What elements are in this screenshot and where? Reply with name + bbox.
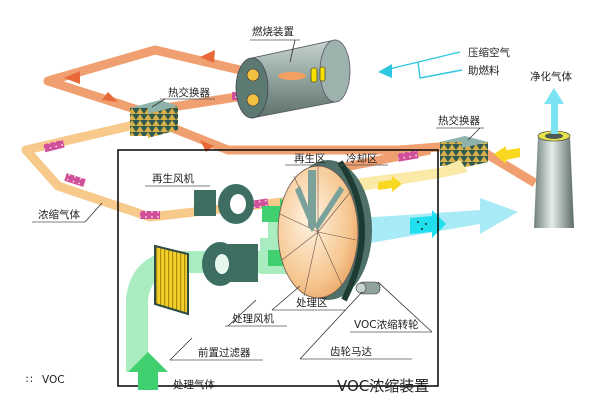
legend-voc-symbol: ∷ <box>26 374 33 386</box>
heat-exchanger-1 <box>130 100 178 138</box>
leader-line <box>227 299 257 327</box>
motor-pulley <box>355 282 367 294</box>
flame-icon <box>278 72 306 80</box>
filter-panel <box>154 244 189 316</box>
zone-divider <box>314 186 344 230</box>
exchanger-side <box>462 142 488 168</box>
cooling-duct <box>330 160 468 196</box>
leader-line <box>289 39 296 63</box>
label-heat-exchanger-1: 热交换器 <box>168 86 210 99</box>
leader-line <box>377 281 433 333</box>
stack-body <box>534 136 574 228</box>
label-gear-motor: 齿轮马达 <box>330 345 372 358</box>
process-fan <box>202 242 258 286</box>
leader-line <box>84 202 103 223</box>
label-compressed-air: 压缩空气 <box>468 46 510 59</box>
label-concentrated-gas: 浓缩气体 <box>38 208 80 221</box>
clean-air-flow <box>330 198 518 250</box>
process-fan-opening <box>215 254 229 274</box>
compressed-air-feed <box>378 51 463 79</box>
combustion-device <box>235 39 351 119</box>
heat-exchanger-2 <box>440 136 488 168</box>
exchanger-side <box>148 106 178 138</box>
flow-arrow <box>64 71 80 84</box>
leader-line <box>271 285 301 311</box>
label-process-zone: 处理区 <box>296 297 328 309</box>
burner-nozzle <box>310 67 318 83</box>
combustion-inlet-face <box>235 57 269 119</box>
combustion-aid-line <box>417 61 463 79</box>
purified-flow <box>551 102 558 134</box>
clean-air-marker <box>410 210 446 238</box>
label-combustion-aid: 助燃料 <box>468 64 500 77</box>
exchanger-front <box>440 142 462 166</box>
label-pre-filter: 前置过滤器 <box>198 346 251 359</box>
concentrated-gas-loop <box>21 119 305 222</box>
arrow-up-icon <box>544 88 564 104</box>
zone-divider <box>295 186 316 230</box>
leader-line <box>467 127 481 141</box>
process-fan-housing <box>228 244 258 282</box>
inlet-port <box>246 93 260 107</box>
flow-arrow <box>200 140 214 152</box>
voc-particles <box>140 211 160 219</box>
compressed-air-line <box>384 51 461 71</box>
leader-line <box>299 291 363 360</box>
label-purified-gas: 净化气体 <box>530 70 572 83</box>
leader-line <box>169 337 193 361</box>
stack-opening <box>545 133 563 139</box>
label-regen-fan: 再生风机 <box>152 172 194 185</box>
exchanger-front <box>130 108 148 136</box>
cooling-flow <box>330 146 520 196</box>
hot-gas-duct-to-stack <box>477 146 538 187</box>
concentrator-frame <box>117 149 439 387</box>
voc-particles <box>64 173 86 187</box>
label-heat-exchanger-2: 热交换器 <box>438 114 480 127</box>
cooling-arrow <box>378 176 402 192</box>
flow-arrow <box>200 50 215 63</box>
drive-belt <box>337 160 366 302</box>
label-combustion-device: 燃烧装置 <box>252 25 294 38</box>
voc-particles <box>397 150 419 162</box>
pre-filter <box>154 244 189 316</box>
legend-voc-text: VOC <box>42 374 65 386</box>
label-voc-rotor: VOC浓缩转轮 <box>354 318 419 331</box>
flow-arrow <box>102 92 118 102</box>
exhaust-stack <box>534 88 574 228</box>
leader-line <box>151 98 166 108</box>
regen-fan <box>194 184 254 224</box>
label-regen-zone: 再生区 <box>294 152 326 165</box>
label-cooling-zone: 冷却区 <box>346 152 378 165</box>
burner-nozzle <box>319 66 326 82</box>
cooling-arrow <box>494 146 520 164</box>
label-process-gas: 处理气体 <box>173 378 215 391</box>
regen-fan-housing <box>194 190 216 216</box>
regen-fan-opening <box>230 194 246 214</box>
diagram-title: VOC浓缩装置 <box>337 377 429 395</box>
inlet-port <box>246 68 260 82</box>
voc-particles <box>43 139 65 153</box>
label-process-fan: 处理风机 <box>232 312 274 325</box>
inlet-arrow-icon <box>128 352 168 390</box>
arrow-left-icon <box>378 64 392 78</box>
voc-rotor <box>277 160 381 302</box>
hot-gas-duct-top <box>43 45 245 115</box>
